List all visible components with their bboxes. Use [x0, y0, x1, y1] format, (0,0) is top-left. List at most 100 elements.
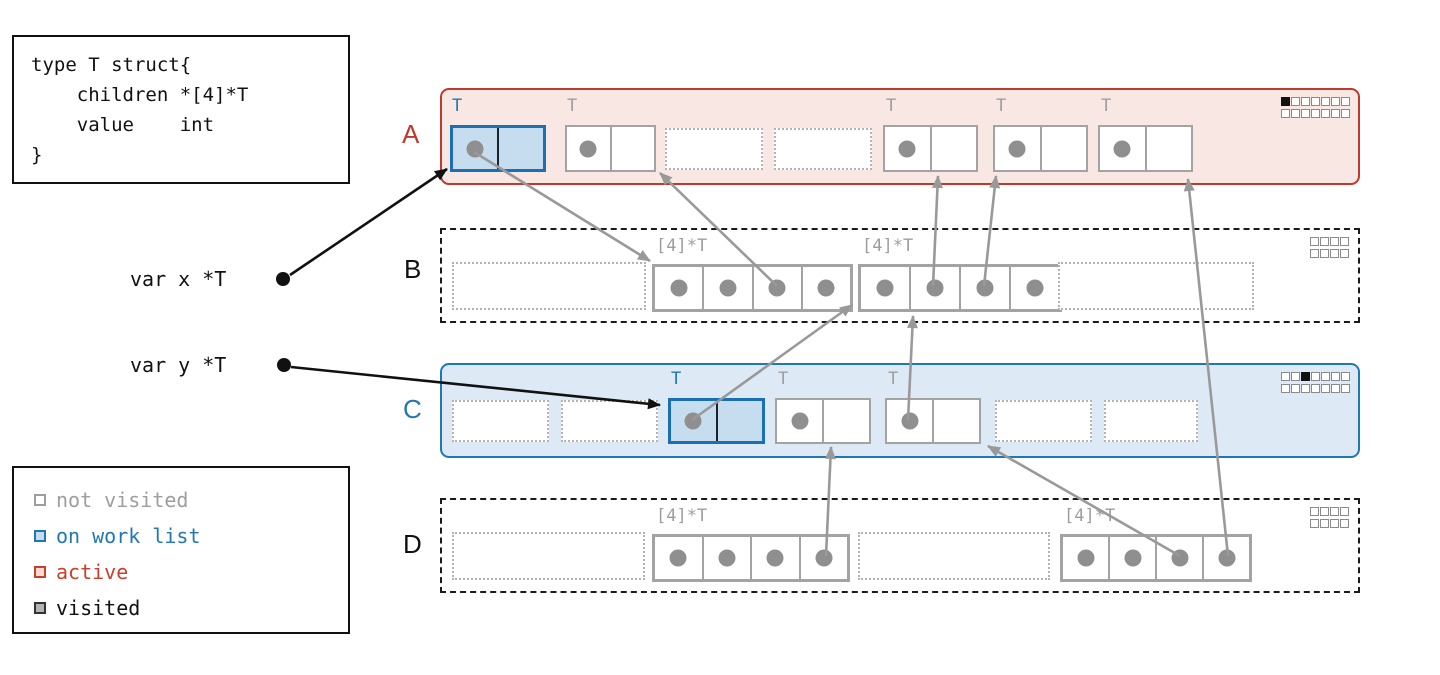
bitmap-bit-clear — [1320, 507, 1329, 516]
bitmap-bit-clear — [1301, 97, 1310, 106]
value-cell — [1039, 127, 1087, 170]
pointer-var-x-to-a1 — [289, 167, 448, 277]
array-pointer-cell — [1009, 267, 1059, 309]
free-slot — [452, 532, 645, 580]
type-label: T — [1101, 96, 1112, 116]
legend-item-on-work-list: on work list — [34, 518, 348, 554]
legend-swatch — [34, 494, 46, 506]
legend-label: visited — [56, 596, 141, 620]
legend-label: active — [56, 560, 129, 584]
array-pointer-cell — [655, 537, 702, 579]
span-a-object-4 — [993, 125, 1088, 172]
free-slot — [1104, 400, 1198, 442]
span-a-object-5 — [1098, 125, 1193, 172]
bitmap-bit-clear — [1281, 109, 1290, 118]
type-label: T — [886, 96, 897, 116]
bitmap-row — [1281, 384, 1350, 393]
bitmap-row — [1310, 249, 1349, 258]
type-label: T — [567, 96, 578, 116]
bitmap-bit-clear — [1331, 97, 1340, 106]
bitmap-bit-set — [1281, 97, 1290, 106]
bitmap-bit-clear — [1340, 507, 1349, 516]
children-pointer-cell — [671, 401, 716, 441]
array-pointer-cell — [798, 537, 848, 579]
span-c-object-1 — [668, 398, 765, 444]
bitmap-bit-clear — [1310, 249, 1319, 258]
var-y-label: var y *T — [130, 353, 227, 377]
bitmap-bit-clear — [1281, 372, 1290, 381]
children-pointer-cell — [995, 127, 1040, 170]
bitmap-bit-clear — [1321, 97, 1330, 106]
var-x-label: var x *T — [130, 267, 227, 291]
bitmap-row — [1310, 519, 1349, 528]
legend-swatch — [34, 602, 46, 614]
bitmap-row — [1281, 97, 1350, 106]
array-pointer-cell — [800, 267, 850, 309]
bitmap-bit-clear — [1340, 519, 1349, 528]
free-slot — [995, 400, 1092, 442]
value-cell — [609, 127, 655, 170]
span-b-label: B — [404, 254, 422, 284]
array-pointer-cell — [861, 267, 909, 309]
span-b-array-2 — [858, 264, 1062, 312]
bitmap-bit-clear — [1330, 507, 1339, 516]
bitmap-bit-clear — [1291, 384, 1300, 393]
bitmap-bit-clear — [1310, 237, 1319, 246]
value-cell — [715, 401, 763, 441]
code-line: } — [31, 144, 43, 166]
type-label: T — [996, 96, 1007, 116]
bitmap-bit-clear — [1331, 109, 1340, 118]
bitmap-bit-clear — [1340, 237, 1349, 246]
array-pointer-cell — [1202, 537, 1249, 579]
free-slot — [858, 532, 1050, 580]
children-pointer-cell — [885, 127, 930, 170]
legend-item-not-visited: not visited — [34, 482, 348, 518]
array-pointer-cell — [909, 267, 959, 309]
children-pointer-cell — [453, 128, 497, 169]
legend-item-active: active — [34, 554, 348, 590]
bitmap-row — [1310, 237, 1349, 246]
legend: not visited on work list active visited — [12, 466, 350, 634]
type-label: [4]*T — [656, 236, 708, 256]
bitmap-bit-clear — [1341, 384, 1350, 393]
span-a-object-3 — [883, 125, 978, 172]
type-label: T — [888, 369, 899, 389]
bitmap-bit-clear — [1281, 384, 1290, 393]
array-pointer-cell — [751, 267, 801, 309]
type-label: [4]*T — [656, 506, 708, 526]
children-pointer-cell — [777, 400, 822, 442]
bitmap-bit-set — [1301, 372, 1310, 381]
span-c-label: C — [403, 394, 422, 424]
bitmap-bit-clear — [1311, 372, 1320, 381]
bitmap-row — [1281, 372, 1350, 381]
code-line: value int — [31, 114, 215, 136]
legend-label: not visited — [56, 488, 189, 512]
allocation-bitmap-a — [1281, 97, 1350, 118]
bitmap-bit-clear — [1291, 97, 1300, 106]
allocation-bitmap-d — [1310, 507, 1349, 528]
bitmap-bit-clear — [1341, 97, 1350, 106]
type-label: T — [452, 96, 463, 116]
array-pointer-cell — [1155, 537, 1202, 579]
var-y-pointer-dot — [277, 358, 291, 372]
bitmap-bit-clear — [1311, 384, 1320, 393]
value-cell — [1144, 127, 1192, 170]
bitmap-bit-clear — [1320, 249, 1329, 258]
bitmap-bit-clear — [1291, 109, 1300, 118]
bitmap-bit-clear — [1310, 507, 1319, 516]
bitmap-bit-clear — [1301, 384, 1310, 393]
value-cell — [497, 128, 543, 169]
span-a-object-2 — [565, 125, 656, 172]
bitmap-bit-clear — [1331, 384, 1340, 393]
free-slot — [774, 128, 872, 170]
bitmap-bit-clear — [1331, 372, 1340, 381]
bitmap-bit-clear — [1330, 249, 1339, 258]
span-d-array-2 — [1060, 534, 1252, 582]
bitmap-bit-clear — [1291, 372, 1300, 381]
span-a-object-1 — [450, 125, 546, 172]
var-x-pointer-dot — [276, 272, 290, 286]
allocation-bitmap-b — [1310, 237, 1349, 258]
bitmap-bit-clear — [1321, 384, 1330, 393]
span-b-array-1 — [652, 264, 853, 312]
children-pointer-cell — [887, 400, 932, 442]
